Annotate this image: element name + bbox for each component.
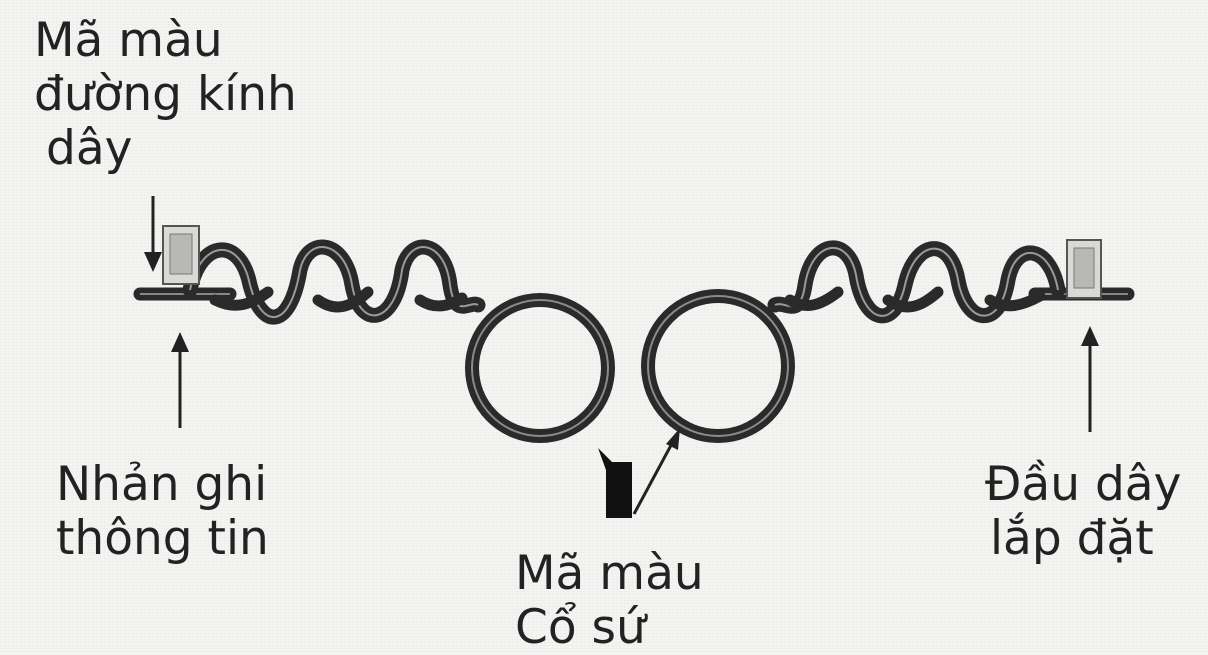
right-wire-loop — [648, 296, 788, 436]
info-label-line-2: thông tin — [56, 512, 269, 566]
diameter-label-line-1: Mã màu — [34, 14, 297, 68]
arrow-install-terminal — [1081, 326, 1099, 432]
diameter-label-line-2: đường kính — [34, 68, 297, 122]
insulator-label-line-1: Mã màu — [515, 547, 704, 601]
diameter-color-code-label: Mã màu đường kính dây — [34, 14, 297, 176]
right-helical-wire — [775, 248, 1058, 316]
install-terminal-label: Đầu dây lắp đặt — [985, 458, 1181, 566]
insulator-color-marker — [598, 428, 680, 518]
left-wire-loop — [472, 300, 608, 436]
insulator-label-line-2: Cổ sứ — [515, 601, 704, 655]
arrow-diameter-code — [144, 196, 162, 272]
info-tag-label: Nhản ghi thông tin — [56, 458, 269, 566]
diameter-label-line-3: dây — [34, 122, 297, 176]
info-label-line-1: Nhản ghi — [56, 458, 269, 512]
right-info-tag — [1067, 240, 1101, 298]
terminal-label-line-1: Đầu dây — [985, 458, 1181, 512]
terminal-label-line-2: lắp đặt — [985, 512, 1181, 566]
left-helical-wire — [190, 247, 478, 317]
left-info-tag — [163, 226, 199, 284]
insulator-color-code-label: Mã màu Cổ sứ — [515, 547, 704, 655]
arrow-info-tag — [171, 332, 189, 428]
